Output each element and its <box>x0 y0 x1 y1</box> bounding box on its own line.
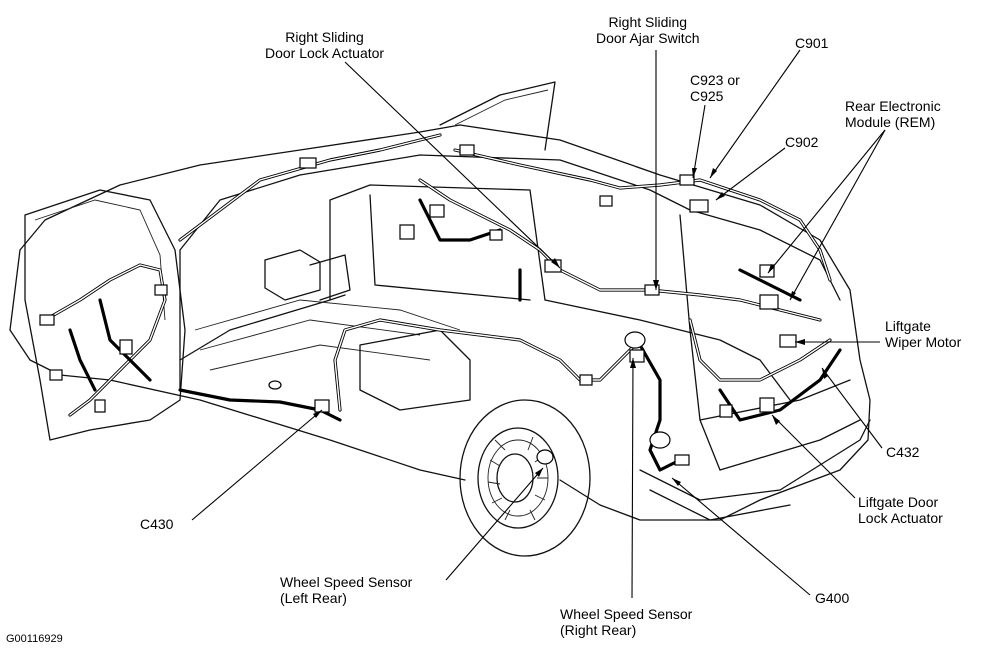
label-line: (Right Rear) <box>560 622 637 638</box>
label-line: Wiper Motor <box>885 334 962 350</box>
label-line: C923 or <box>690 72 740 88</box>
label-wheel-speed-sensor-left-rear: Wheel Speed Sensor (Left Rear) <box>280 574 412 606</box>
label-c923-or-c925: C923 or C925 <box>690 72 740 104</box>
label-right-sliding-door-ajar-switch: Right Sliding Door Ajar Switch <box>596 14 699 46</box>
label-c902: C902 <box>785 134 819 150</box>
label-line: Door Ajar Switch <box>596 30 700 46</box>
label-c432: C432 <box>886 444 920 460</box>
label-right-sliding-door-lock-actuator: Right Sliding Door Lock Actuator <box>265 29 384 61</box>
label-c430: C430 <box>140 516 174 532</box>
label-line: Lock Actuator <box>858 510 943 526</box>
label-wheel-speed-sensor-right-rear: Wheel Speed Sensor (Right Rear) <box>560 606 692 638</box>
label-line: (Left Rear) <box>280 590 347 606</box>
leader-lines <box>191 49 886 599</box>
label-line: Wheel Speed Sensor <box>560 606 693 622</box>
wiring-harness <box>43 133 842 472</box>
rear-wheel <box>459 399 591 557</box>
label-line: Rear Electronic <box>845 98 941 114</box>
label-line: Liftgate <box>885 318 931 334</box>
figure-id: G00116929 <box>6 633 63 645</box>
label-line: Module (REM) <box>845 114 936 130</box>
label-line: Wheel Speed Sensor <box>280 574 413 590</box>
label-line: C925 <box>690 88 724 104</box>
label-g400: G400 <box>815 590 850 606</box>
label-line: Right Sliding <box>608 14 688 30</box>
label-line: Door Lock Actuator <box>265 45 385 61</box>
label-c901: C901 <box>795 35 829 51</box>
label-line: Right Sliding <box>285 29 364 45</box>
label-liftgate-wiper-motor: Liftgate Wiper Motor <box>885 318 961 350</box>
label-liftgate-door-lock-actuator: Liftgate Door Lock Actuator <box>858 494 943 526</box>
label-rear-electronic-module: Rear Electronic Module (REM) <box>845 98 941 130</box>
label-line: Liftgate Door <box>858 494 939 510</box>
